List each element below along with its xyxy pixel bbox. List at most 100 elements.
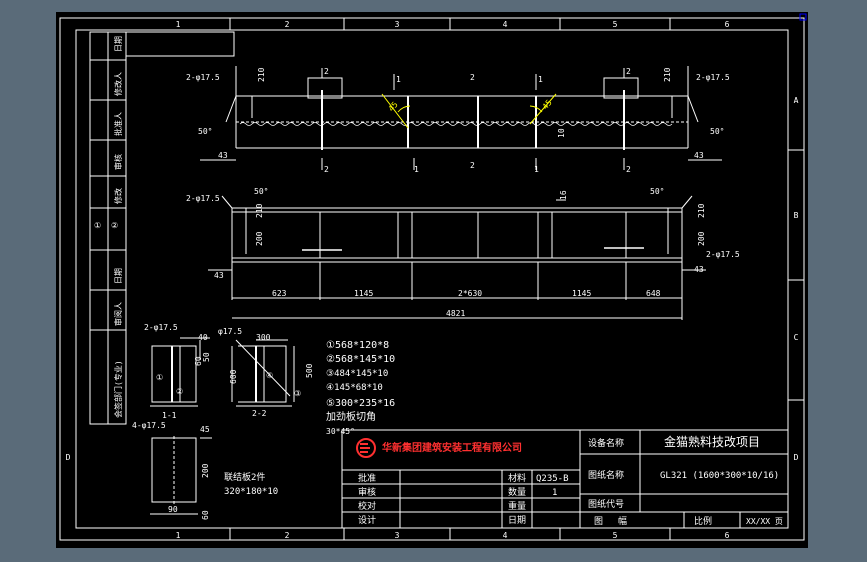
zone-col-3-bottom: 3: [395, 531, 400, 540]
zone-col-1-bottom: 1: [176, 531, 181, 540]
front-dim-43-right: 43: [694, 265, 704, 274]
strip-label-reviewer: 审阅人: [113, 302, 123, 326]
top-hole-left: 2-φ17.5: [186, 73, 220, 82]
viewport-marker: [799, 13, 807, 21]
part-5: ⑤300*235*16: [326, 398, 395, 409]
strip-label-approver: 批准人: [113, 112, 123, 136]
zone-col-4: 4: [503, 20, 508, 29]
zone-row-b: B: [794, 211, 799, 220]
zone-row-d-left: D: [66, 453, 71, 462]
sec11-label: 1-1: [162, 411, 177, 420]
title-block-grid: [341, 429, 789, 529]
plate-detail-drawing: [150, 436, 212, 515]
front-hole-left: 2-φ17.5: [186, 194, 220, 203]
tb-material-label: 材料: [508, 472, 526, 484]
sec11-part-1: ①: [156, 373, 163, 382]
part-note-2: 30*45°: [326, 427, 355, 436]
zone-col-4-bottom: 4: [503, 531, 508, 540]
zone-col-3: 3: [395, 20, 400, 29]
part-note-1: 加劲板切角: [326, 410, 376, 423]
tb-sheet-label-2: 幅: [618, 515, 627, 527]
zone-row-a: A: [794, 96, 799, 105]
strip-label-modifier: 修改人: [113, 72, 123, 96]
front-angle-left: 50°: [254, 187, 268, 196]
tb-row-design: 设计: [358, 514, 376, 526]
section-mark-1a: 1: [396, 75, 401, 84]
tb-date-label: 日期: [508, 515, 526, 526]
section-mark-2a: 2: [324, 67, 329, 76]
strip-mark-1: ①: [94, 221, 101, 230]
front-view-beam: [208, 195, 706, 320]
section-mark-1c: 1: [538, 75, 543, 84]
tb-material-value: Q235-B: [536, 474, 569, 484]
sec11-part-2: ②: [176, 387, 183, 396]
zone-col-5-bottom: 5: [613, 531, 618, 540]
front-seg-4: 1145: [572, 289, 591, 298]
plate-dim-90: 90: [168, 505, 178, 514]
front-dim-16: 16: [559, 190, 568, 200]
strip-mark-2: ②: [111, 221, 118, 230]
front-seg-2: 1145: [354, 289, 373, 298]
top-dim-210-right: 210: [663, 67, 672, 82]
sec22-dim-500: 500: [305, 363, 314, 378]
front-dim-210-left: 210: [255, 203, 264, 218]
tb-project-label: 设备名称: [588, 437, 624, 449]
tb-code-label: 图纸代号: [588, 498, 624, 510]
zone-col-5: 5: [613, 20, 618, 29]
sec22-dim-600: 600: [229, 369, 238, 384]
section-mark-1b: 1: [414, 165, 419, 174]
top-hole-right: 2-φ17.5: [696, 73, 730, 82]
strip-label-review: 审核: [113, 154, 123, 170]
tb-qty-label: 数量: [508, 486, 526, 498]
section-mark-2b: 2: [324, 165, 329, 174]
strip-label-modify: 修改: [113, 188, 123, 204]
company-name: 华新集团建筑安装工程有限公司: [382, 441, 522, 454]
strip-label-dept: 会签部门(专业): [113, 360, 123, 418]
zone-col-2: 2: [285, 20, 290, 29]
front-seg-1: 623: [272, 289, 287, 298]
section-mark-2e: 2: [626, 67, 631, 76]
front-dim-43-left: 43: [214, 271, 224, 280]
revision-strip: [89, 31, 235, 425]
plate-dim-45: 45: [200, 425, 210, 434]
tb-qty-value: 1: [552, 488, 557, 498]
tb-row-check: 校对: [358, 500, 376, 512]
zone-col-6-bottom: 6: [725, 531, 730, 540]
top-angle-right: 50°: [710, 127, 724, 136]
front-dim-200-right: 200: [697, 231, 706, 246]
top-dim-43-right: 43: [694, 151, 704, 160]
plate-dim-200: 200: [201, 463, 210, 478]
strip-label-date-bottom: 日期: [114, 268, 123, 284]
tb-weight-label: 重量: [508, 500, 526, 512]
top-dim-10: 10: [557, 128, 566, 138]
zone-col-2-bottom: 2: [285, 531, 290, 540]
front-angle-right: 50°: [650, 187, 664, 196]
zone-row-d: D: [794, 453, 799, 462]
plate-dim-60: 60: [201, 510, 210, 520]
zone-ticks: [229, 18, 804, 540]
tb-page-label: XX/XX 页: [746, 517, 783, 526]
sheet-background: [56, 12, 808, 548]
front-seg-5: 648: [646, 289, 661, 298]
top-angle-left: 50°: [198, 127, 212, 136]
sec22-label: 2-2: [252, 409, 267, 418]
front-hole-right: 2-φ17.5: [706, 250, 740, 259]
front-total: 4821: [446, 309, 465, 318]
sec22-dim-300: 300: [256, 333, 271, 342]
sec11-dim-40: 40: [198, 333, 208, 342]
section-mark-2d: 2: [470, 161, 475, 170]
tb-project-value: 金猫熟料技改项目: [664, 434, 760, 449]
tb-drawing-label: 图纸名称: [588, 469, 624, 481]
top-view-beam: [200, 66, 722, 170]
section-mark-2c: 2: [470, 73, 475, 82]
tb-drawing-value: GL321 (1600*300*10/16): [660, 471, 779, 481]
tb-sheet-label: 图: [594, 516, 603, 527]
tb-row-review: 审核: [358, 486, 376, 498]
part-4: ④145*68*10: [326, 383, 383, 393]
outer-frame: [59, 17, 805, 541]
sec22-hole: φ17.5: [218, 327, 242, 336]
section-1-1-drawing: [150, 337, 210, 407]
top-dim-43-left: 43: [218, 151, 228, 160]
section-mark-2f: 2: [626, 165, 631, 174]
